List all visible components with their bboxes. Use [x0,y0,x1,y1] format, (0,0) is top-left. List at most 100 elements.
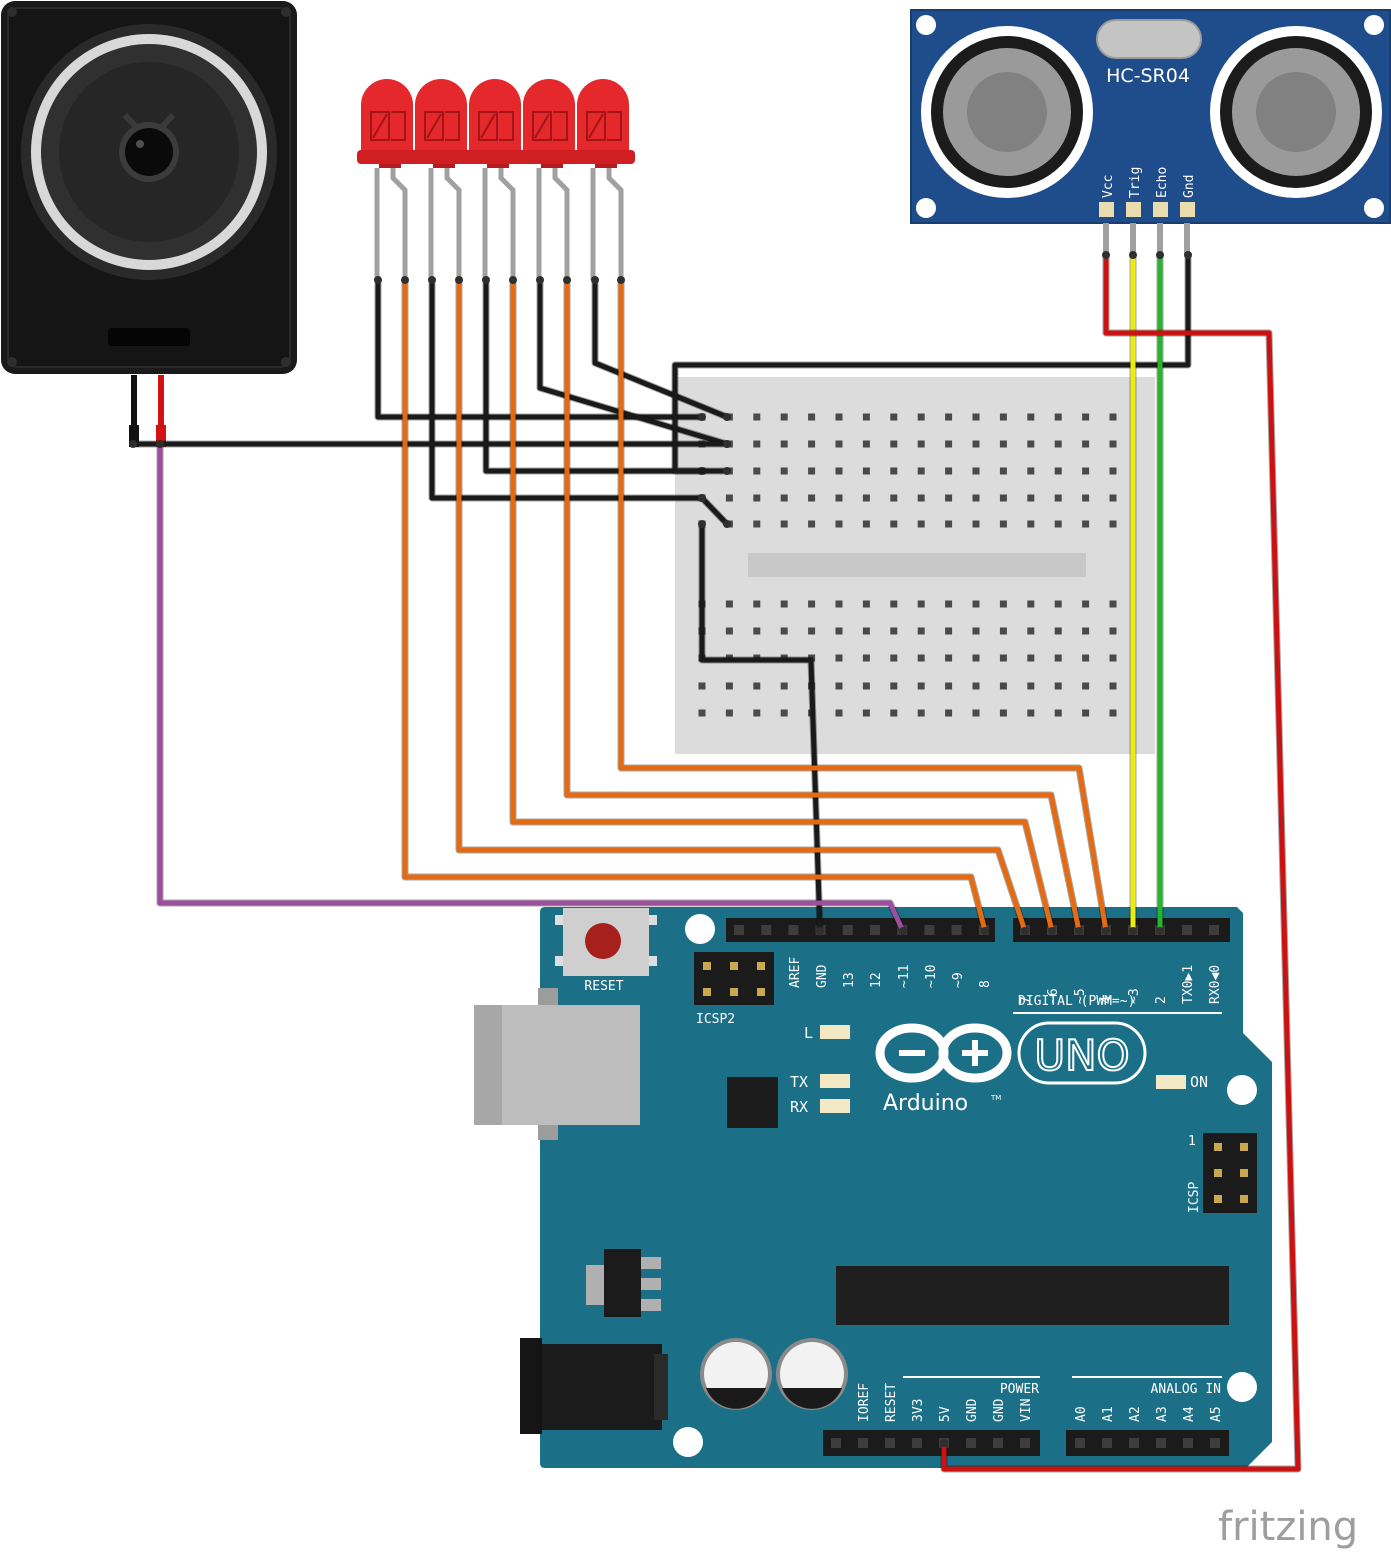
usb-chip [727,1077,778,1128]
breadboard-hole [999,654,1007,662]
transducer-left [921,26,1093,198]
breadboard-hole [780,440,788,448]
breadboard-hole [945,600,953,608]
led-base [573,150,635,164]
breadboard-hole [1109,600,1117,608]
breadboard-hole [945,520,953,528]
breadboard-hole [890,600,898,608]
led-row [357,79,635,280]
breadboard-hole [999,682,1007,690]
breadboard-hole [808,600,816,608]
breadboard-hole [780,682,788,690]
digital-pin-label: 12 [869,972,884,988]
breadboard-hole [1054,709,1062,717]
breadboard-hole [890,520,898,528]
header-pin [912,1438,922,1448]
breadboard-hole [835,682,843,690]
led-2 [411,79,473,280]
breadboard-hole [862,413,870,421]
breadboard-hole [862,440,870,448]
breadboard-hole [862,627,870,635]
breadboard-hole [1109,494,1117,502]
breadboard-hole [1082,654,1090,662]
breadboard-hole [725,709,733,717]
header-pin [788,925,799,935]
digital-pin-label: 7 [1019,996,1034,1004]
breadboard-hole [780,520,788,528]
breadboard-hole [1109,654,1117,662]
digital-pin-label: ~5 [1073,988,1088,1004]
led-leg [552,168,570,280]
breadboard-hole [1027,440,1035,448]
header-pin [1182,925,1192,935]
breadboard-hole [917,413,925,421]
led-die [586,111,622,141]
wire-bb-jumper [699,495,730,527]
icsp-pin [1214,1143,1222,1151]
wire-led3-gnd [483,277,705,474]
breadboard-hole [835,627,843,635]
analog-pin-label: A5 [1209,1406,1224,1422]
breadboard-hole [890,682,898,690]
breadboard-hole [1027,627,1035,635]
led-die [532,111,568,141]
header-pin [734,925,744,935]
wire-end [723,413,731,421]
breadboard-hole [917,440,925,448]
wire-end [981,927,989,935]
breadboard-hole [1027,494,1035,502]
breadboard-hole [890,440,898,448]
breadboard-hole [917,627,925,635]
digital-pin-label: ~9 [951,972,966,988]
digital-pin-label: ~3 [1127,988,1142,1004]
digital-pin-label: 2 [1154,996,1169,1004]
header-pin [966,1438,976,1448]
wire-end [563,276,571,284]
icsp2-label: ICSP2 [696,1012,735,1027]
led-leg [606,168,624,280]
brand-label: Arduino [883,1091,968,1116]
power-pin-label: 3V3 [911,1399,926,1422]
analog-pin-label: A1 [1101,1406,1116,1422]
breadboard-hole [945,709,953,717]
led-5 [573,79,635,280]
breadboard-hole [1109,682,1117,690]
breadboard-hole [1027,709,1035,717]
wire-end [698,413,706,421]
header-pin [1129,1438,1139,1448]
wire-end [374,276,382,284]
power-pin-label: IOREF [857,1383,872,1422]
breadboard-hole [1109,520,1117,528]
sensor-pin-trig: Trig [1128,167,1143,198]
breadboard-hole [835,413,843,421]
icsp2-pin [703,962,711,970]
breadboard-hole [972,627,980,635]
power-pin-label: GND [965,1398,980,1422]
header-pin [761,925,772,935]
breadboard-hole [890,627,898,635]
breadboard-hole [862,709,870,717]
breadboard-hole [1027,413,1035,421]
wire-end [1129,927,1137,935]
analog-pin-label: A4 [1182,1406,1197,1422]
breadboard-hole [890,654,898,662]
breadboard-hole [862,467,870,475]
icsp-pin [1214,1195,1222,1203]
breadboard-hole [808,494,816,502]
reset-button[interactable] [555,908,657,976]
wire-end [1021,927,1029,935]
led-die [424,111,460,141]
wire-end [723,467,731,475]
breadboard-hole [862,654,870,662]
breadboard-hole [945,682,953,690]
breadboard-hole [698,682,706,690]
wire-end [723,440,731,448]
breadboard-hole [1054,440,1062,448]
breadboard-hole [1027,682,1035,690]
icsp2-pin [757,988,765,996]
wire-led5-signal [618,277,1109,934]
analog-pin-label: A2 [1128,1406,1143,1422]
breadboard-hole [890,413,898,421]
uno-label: UNO [1034,1031,1129,1080]
breadboard-hole [835,440,843,448]
